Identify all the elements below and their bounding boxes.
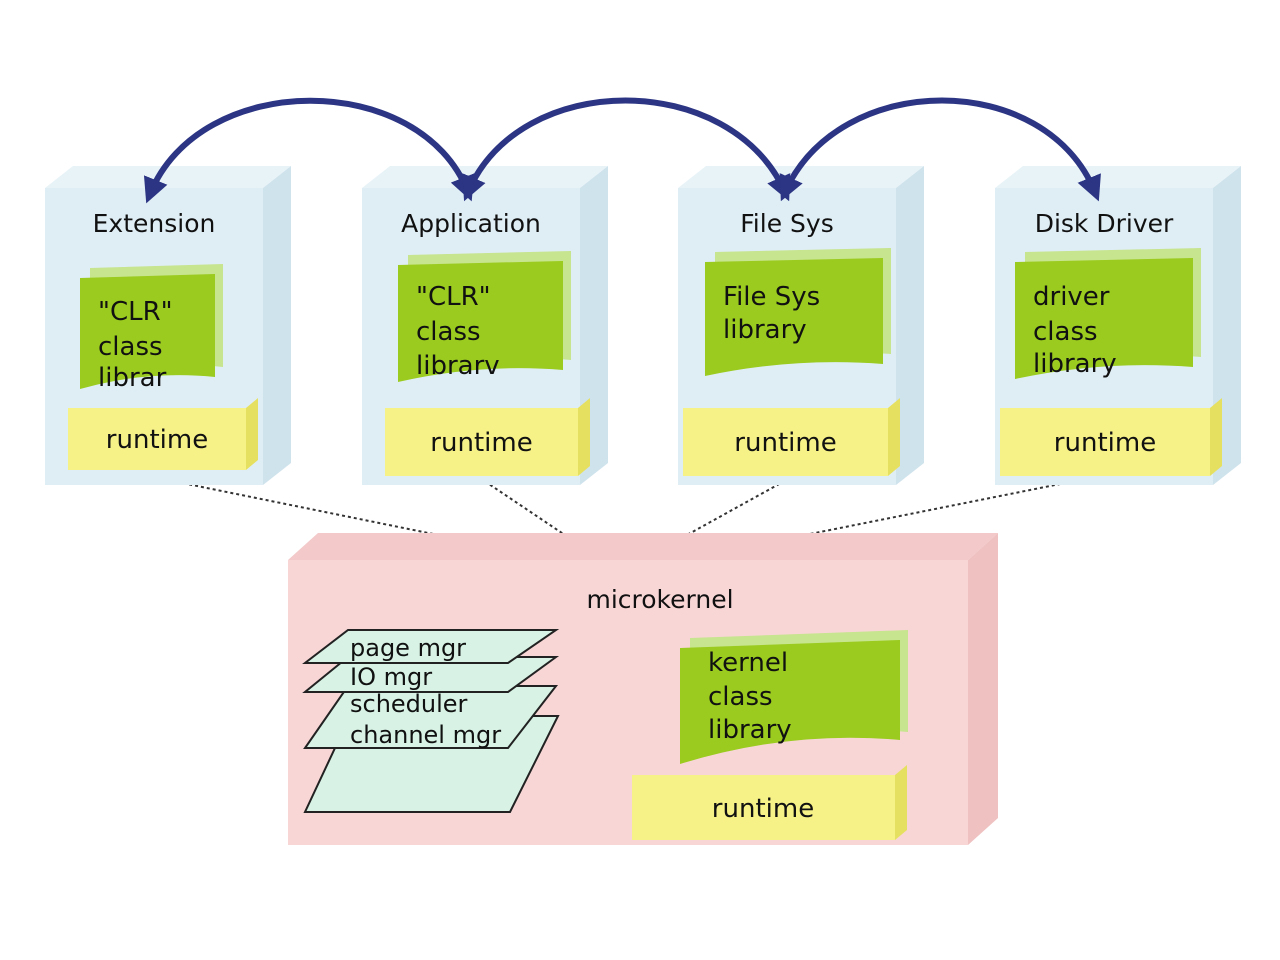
process-boxes: Extension"CLR"classlibrarruntimeApplicat… (45, 166, 1241, 485)
runtime-side (888, 398, 900, 476)
process-top-face (45, 166, 291, 188)
library-line: librarv (416, 351, 500, 381)
process-title: Extension (93, 209, 216, 238)
class-library (705, 258, 883, 376)
library-line: class (1033, 317, 1098, 347)
runtime-side (246, 398, 258, 470)
runtime-label: runtime (106, 425, 208, 455)
runtime-box (385, 408, 578, 476)
runtime-box (1000, 408, 1210, 476)
page-mgr-card (302, 629, 560, 664)
library-line: librar (98, 363, 167, 393)
microkernel-block: microkernel page mgr IO mgr scheduler ch… (288, 533, 998, 845)
process-top-face (995, 166, 1241, 188)
channel-file-sys-disk-driver-arrow (779, 97, 1101, 202)
library-line: driver (1033, 282, 1110, 312)
process-title: Disk Driver (1035, 209, 1174, 238)
kernel-runtime-box (632, 775, 895, 840)
kernel-title: microkernel (586, 585, 733, 614)
channel-extension-application-arrow (143, 97, 475, 204)
library-line: "CLR" (98, 297, 173, 327)
runtime-box (683, 408, 888, 476)
library-line: library (1033, 349, 1117, 379)
library-line: class (98, 332, 163, 362)
io-mgr-label: IO mgr (350, 663, 432, 691)
page-mgr-label: page mgr (350, 634, 466, 662)
runtime-label: runtime (430, 428, 532, 458)
kernel-top-face (288, 533, 998, 560)
runtime-box (68, 408, 246, 470)
class-library (398, 261, 563, 382)
channel-application-file-sys-arrow (462, 97, 791, 202)
channel-mgr-label: channel mgr (350, 721, 501, 749)
library-line: File Sys (723, 282, 820, 312)
kernel-runtime: runtime (632, 765, 907, 840)
process-side-face (896, 166, 924, 485)
class-library (80, 274, 215, 389)
library-line: class (416, 317, 481, 347)
kernel-runtime-label: runtime (712, 794, 814, 824)
link-file-sys-to-kernel (619, 477, 791, 573)
channel-arrows (143, 97, 1101, 204)
kernel-library-line-3: library (708, 715, 792, 745)
process-title: Application (401, 209, 541, 238)
kernel-class-library: kernel class library (680, 630, 908, 764)
library-line: "CLR" (416, 282, 491, 312)
link-extension-to-kernel (147, 475, 621, 573)
kernel-library-shape (680, 640, 900, 764)
runtime-side (1210, 398, 1222, 476)
kernel-library-line-2: class (708, 682, 773, 712)
class-library (1015, 258, 1193, 379)
process-side-face (263, 166, 291, 485)
scheduler-label: scheduler (350, 690, 468, 718)
runtime-side (578, 398, 590, 476)
kernel-side-face (968, 533, 998, 845)
kernel-manager-stack: page mgr IO mgr scheduler channel mgr (302, 629, 560, 813)
runtime-label: runtime (1054, 428, 1156, 458)
process-top-face (362, 166, 608, 188)
library-line: library (723, 315, 807, 345)
kernel-library-line-1: kernel (708, 648, 788, 678)
runtime-label: runtime (734, 428, 836, 458)
process-title: File Sys (740, 209, 833, 238)
kernel-runtime-side (895, 765, 907, 840)
process-application: Application "CLR" class librarv runtime (362, 166, 608, 485)
link-disk-driver-to-kernel (619, 477, 1091, 573)
